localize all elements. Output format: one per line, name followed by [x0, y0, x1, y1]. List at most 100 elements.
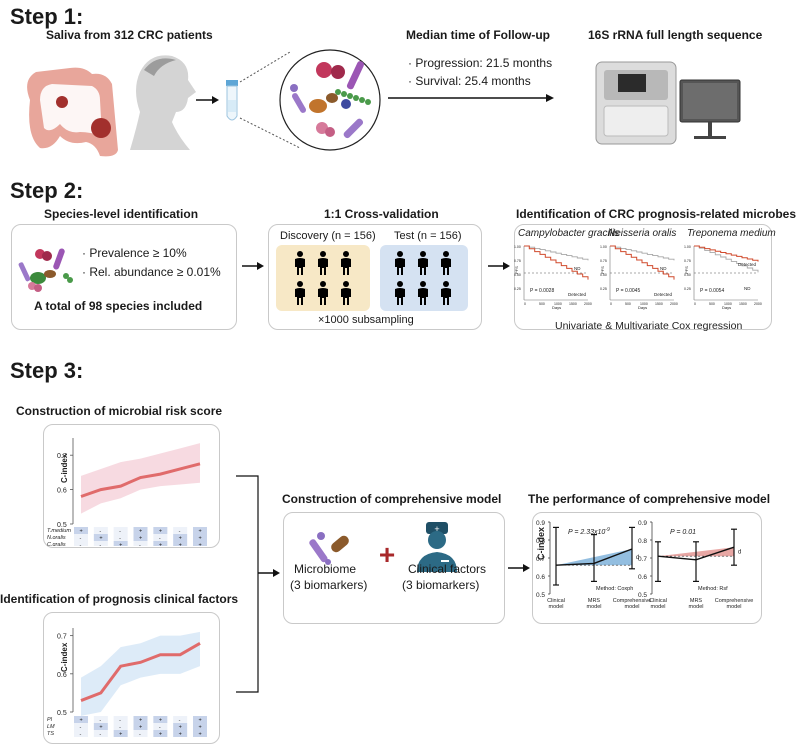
microbiome-icon: [309, 532, 349, 565]
perf-title: The performance of comprehensive model: [528, 492, 771, 506]
matrix-cell: [133, 716, 148, 723]
people-icons: [295, 251, 451, 305]
matrix-row-label: T.medium: [47, 528, 71, 534]
km-curve-detected: [694, 245, 759, 262]
abundance-text: · Rel. abundance ≥ 0.01%: [82, 265, 221, 279]
bracket-connector: [236, 475, 280, 693]
km-detected-label: Detected: [654, 292, 673, 297]
matrix-cell: [113, 723, 128, 730]
matrix-cell: [113, 716, 128, 723]
km-ytick: 1.00: [684, 245, 691, 249]
matrix-symbol: +: [99, 536, 102, 542]
total-species-text: A total of 98 species included: [34, 299, 203, 313]
matrix-cell: [93, 730, 108, 737]
matrix-cell: [74, 541, 88, 546]
km-curve-nd: [694, 245, 759, 273]
method-label: Method: Rsf: [698, 586, 728, 592]
perf-line: [657, 546, 735, 561]
matrix-cell: [133, 534, 148, 541]
comp-title: Construction of comprehensive model: [282, 492, 502, 506]
head-icon: [130, 55, 196, 150]
ylabel: C-index: [60, 642, 69, 672]
matrix-cell: [93, 527, 108, 534]
km-xtick: 2000: [754, 302, 762, 306]
progression-text: · Progression: 21.5 months: [408, 56, 553, 70]
matrix-cell: [93, 534, 108, 541]
matrix-cell: [133, 527, 148, 534]
matrix-symbol: +: [80, 718, 83, 724]
matrix-symbol: +: [159, 718, 162, 724]
doctor-icon: +: [417, 522, 457, 572]
matrix-symbol: +: [159, 732, 162, 738]
km-pvalue: P = 0.0028: [530, 288, 554, 294]
survival-text: · Survival: 25.4 months: [408, 74, 531, 88]
step3-title: Step 3:: [10, 358, 84, 383]
perf-ytick-label: 0.9: [536, 520, 545, 527]
id-title: Identification of CRC prognosis-related …: [516, 207, 797, 221]
matrix-cell: [113, 730, 128, 737]
matrix-symbol: -: [99, 732, 101, 738]
km-ytick: 0.75: [514, 259, 521, 263]
perf-ytick-label: 0.7: [638, 556, 647, 563]
km-curve-detected: [524, 245, 589, 280]
ytick-label: 0.5: [57, 710, 67, 717]
matrix-cell: [133, 541, 148, 546]
matrix-symbol: +: [139, 536, 142, 542]
matrix-cell: [193, 730, 207, 737]
matrix-symbol: -: [99, 718, 101, 724]
matrix-cell: [74, 527, 88, 534]
perf-ytick-label: 0.8: [638, 538, 647, 545]
matrix-symbol: -: [119, 725, 121, 731]
matrix-cell: [74, 534, 88, 541]
perf-line: [555, 548, 633, 566]
ytick-label: 0.7: [57, 634, 67, 641]
matrix-cell: [153, 730, 168, 737]
km-ytick: 0.50: [684, 273, 691, 277]
mrs-chart: 0.70.60.5C-indexT.medium+--++-+N.oralis-…: [47, 438, 207, 546]
matrix-symbol: +: [199, 536, 202, 542]
km-ylabel: PFS: [600, 266, 605, 274]
km-xtick: 2000: [584, 302, 592, 306]
microbiome-label: Microbiome: [294, 562, 357, 576]
km-pvalue: P = 0.0054: [700, 288, 724, 294]
comp-illustration: + +: [309, 522, 457, 572]
matrix-cell: [93, 541, 108, 546]
confidence-band: [81, 631, 200, 716]
matrix-symbol: -: [179, 529, 181, 535]
matrix-symbol: +: [179, 732, 182, 738]
km-xtick: 1500: [569, 302, 577, 306]
matrix-symbol: -: [159, 725, 161, 731]
matrix-symbol: +: [199, 529, 202, 535]
matrix-symbol: +: [179, 536, 182, 542]
matrix-symbol: -: [119, 718, 121, 724]
sequencer-icon: [595, 61, 741, 145]
matrix-cell: [173, 541, 188, 546]
step2-title: Step 2:: [10, 178, 84, 203]
matrix-row-label: LM: [47, 724, 55, 730]
km-xlabel: Days: [722, 305, 731, 310]
matrix-cell: [113, 527, 128, 534]
km-detected-label: Detected: [738, 262, 757, 267]
km-ytick: 0.25: [600, 287, 607, 291]
km-xtick: 1000: [554, 302, 562, 306]
sequence-label: 16S rRNA full length sequence: [588, 28, 763, 42]
matrix-row-label: N.oralis: [47, 535, 66, 541]
perf-ytick-label: 0.9: [638, 520, 647, 527]
km-nd-label: ND: [660, 266, 667, 271]
matrix-symbol: +: [199, 732, 202, 738]
method-label: Method: Coxph: [596, 586, 633, 592]
arrow-icon: [508, 564, 530, 572]
km-detected-label: Detected: [568, 292, 587, 297]
perf-pvalue: P = 0.01: [670, 529, 696, 536]
matrix-cell: [173, 716, 188, 723]
matrix-symbol: +: [80, 529, 83, 535]
cv-title: 1:1 Cross-validation: [324, 207, 439, 221]
matrix-symbol: -: [179, 718, 181, 724]
matrix-cell: [153, 723, 168, 730]
arrow-icon: [488, 262, 510, 270]
km-ylabel: PFS: [684, 266, 689, 274]
matrix-symbol: +: [139, 718, 142, 724]
prevalence-text: · Prevalence ≥ 10%: [82, 246, 187, 260]
